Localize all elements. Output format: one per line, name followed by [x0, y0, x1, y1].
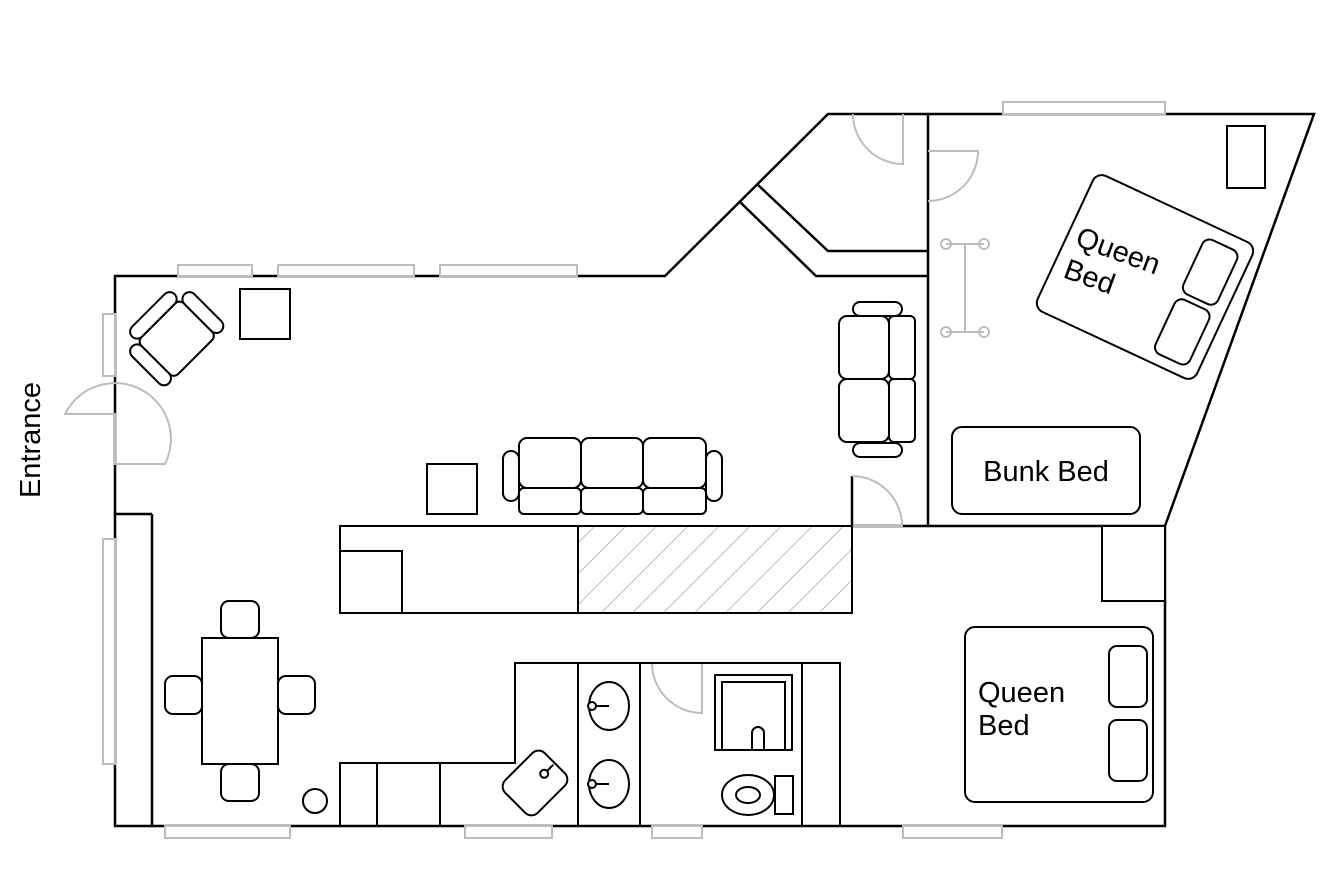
entrance-door	[63, 382, 172, 465]
queen-bed-lower-label-1: Queen	[978, 677, 1065, 709]
nightstand	[1226, 125, 1266, 189]
queen-bed-upper	[1035, 174, 1255, 380]
interior-walls	[115, 114, 1165, 826]
dining-set	[164, 600, 316, 802]
doors	[63, 113, 980, 715]
sofa	[502, 437, 723, 515]
bunk-bed-label: Bunk Bed	[983, 456, 1109, 488]
entrance-label: Entrance	[15, 382, 47, 498]
wardrobe	[1101, 525, 1166, 602]
queen-bed-lower-label-2: Bed	[978, 710, 1030, 742]
windows	[102, 101, 1166, 839]
side-table	[239, 288, 291, 340]
closet-rod	[940, 238, 990, 338]
bunk-bed	[951, 426, 1141, 515]
kitchen-counter	[339, 662, 578, 826]
kitchen-island	[339, 525, 853, 614]
plant	[302, 788, 328, 814]
bathroom	[577, 662, 841, 826]
armchair	[129, 291, 225, 387]
queen-bed-lower	[964, 626, 1154, 803]
loveseat	[838, 301, 916, 458]
coffee-table	[426, 463, 478, 515]
